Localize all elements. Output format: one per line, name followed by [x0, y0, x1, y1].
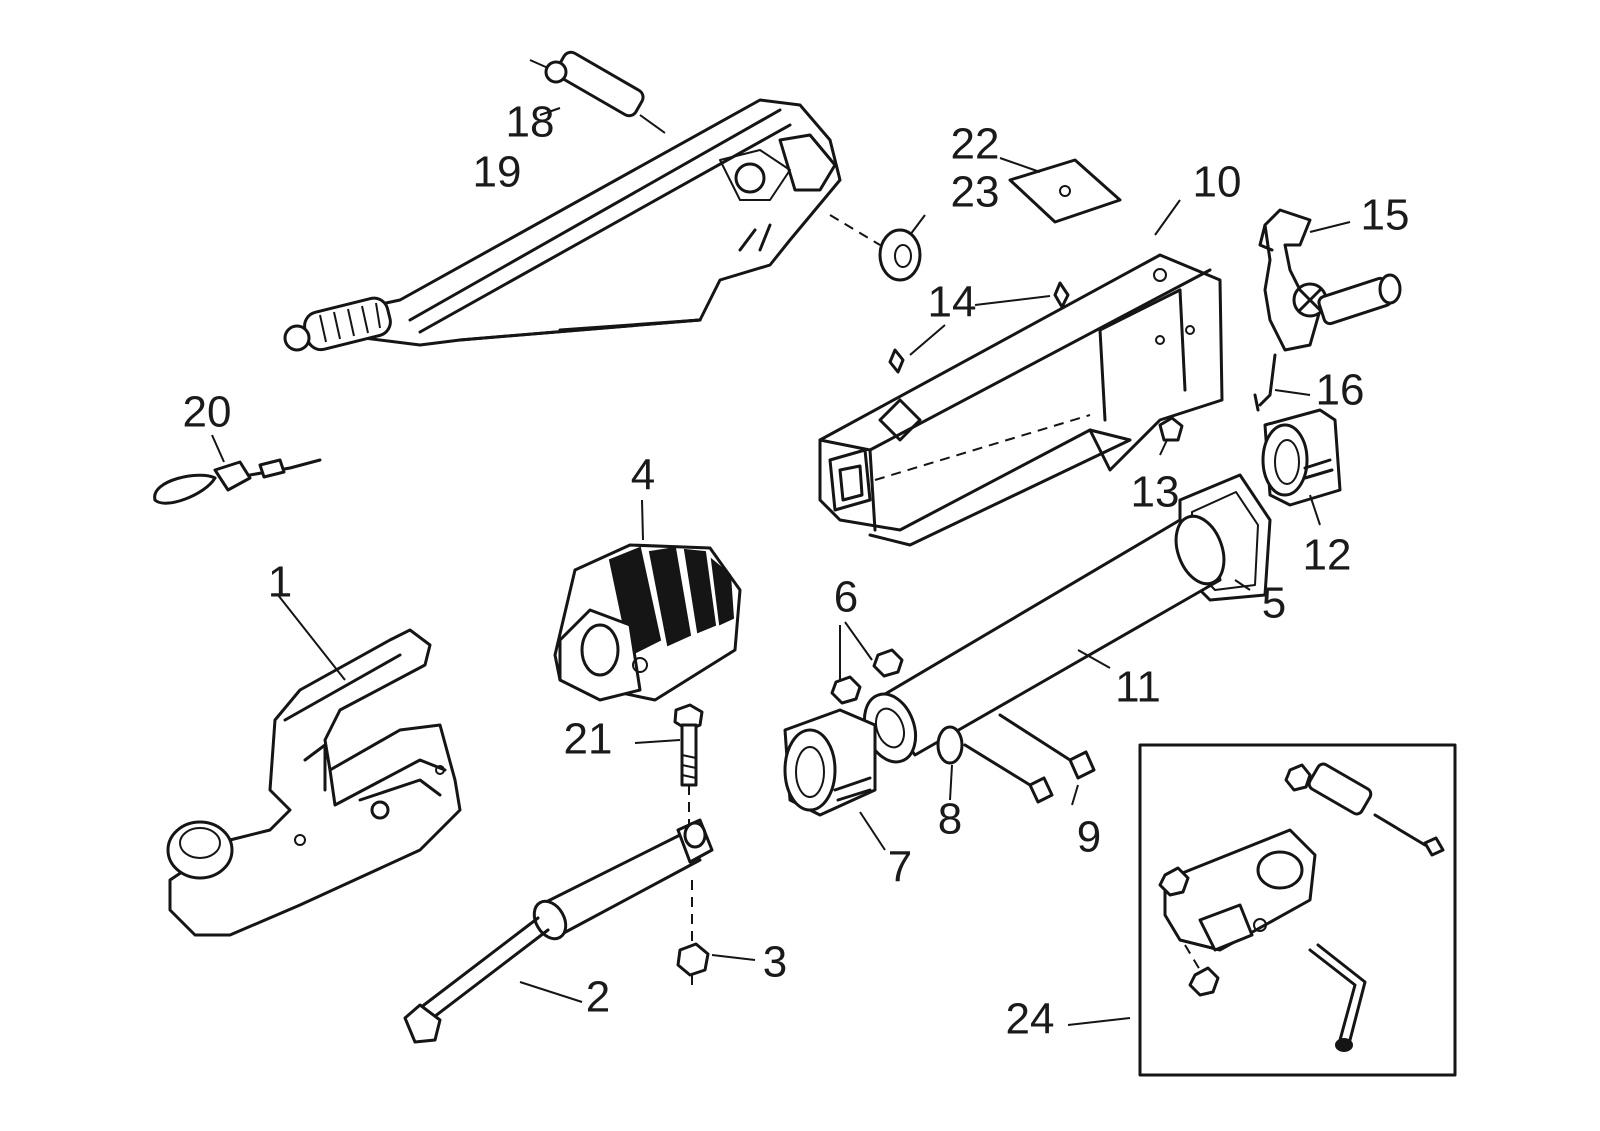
callout-1: 1 — [268, 558, 292, 607]
lever-grip — [283, 296, 392, 352]
callout-3: 3 — [763, 938, 787, 987]
callout-23: 23 — [951, 168, 1000, 217]
callout-20: 20 — [183, 388, 232, 437]
callout-14: 14 — [928, 278, 977, 327]
part-10-drawbar-housing — [818, 199, 1224, 547]
callout-24: 24 — [1006, 995, 1055, 1044]
part-19-handbrake-lever — [283, 98, 842, 352]
callout-8: 8 — [938, 795, 962, 844]
callout-19: 19 — [473, 148, 522, 197]
part-22-plate — [999, 157, 1122, 224]
callout-11: 11 — [1115, 663, 1161, 712]
callout-7: 7 — [888, 843, 912, 892]
callout-12: 12 — [1303, 531, 1352, 580]
part-13-nut — [1158, 416, 1184, 456]
part-11-drawbar-tube — [862, 514, 1226, 764]
callout-15: 15 — [1361, 191, 1410, 240]
part-18-lever-pin — [529, 50, 666, 134]
part-23-washer — [829, 214, 926, 282]
part-7-bush — [783, 708, 886, 851]
part-16-spring-pin — [1253, 353, 1311, 412]
part-21-bolt — [634, 703, 704, 830]
callout-10: 10 — [1193, 158, 1242, 207]
callout-13: 13 — [1131, 468, 1180, 517]
callout-22: 22 — [951, 120, 1000, 169]
part-15-latch — [1258, 208, 1402, 352]
callout-21: 21 — [564, 715, 613, 764]
callout-18: 18 — [506, 98, 555, 147]
part-24-clamp-kit — [1067, 743, 1457, 1077]
callout-4: 4 — [631, 451, 655, 500]
part-20-breakaway-cable — [153, 434, 322, 505]
part-6-nuts — [830, 621, 904, 705]
part-3-nut — [676, 880, 756, 990]
callout-labels: 18 19 22 23 10 15 14 16 20 4 13 12 1 5 6… — [183, 98, 1410, 1044]
part-4-bellows — [553, 499, 742, 702]
callout-2: 2 — [586, 973, 610, 1022]
part-12-bush — [1261, 408, 1342, 526]
part-9-bolts — [963, 713, 1096, 806]
part-8-spacer — [936, 725, 964, 801]
callout-5: 5 — [1262, 579, 1286, 628]
callout-6: 6 — [834, 573, 858, 622]
callout-16: 16 — [1316, 366, 1365, 415]
callout-9: 9 — [1077, 813, 1101, 862]
part-2-shock-absorber — [403, 818, 714, 1044]
part-1-coupling-head — [166, 594, 462, 937]
part-14-fasteners — [888, 281, 1070, 374]
